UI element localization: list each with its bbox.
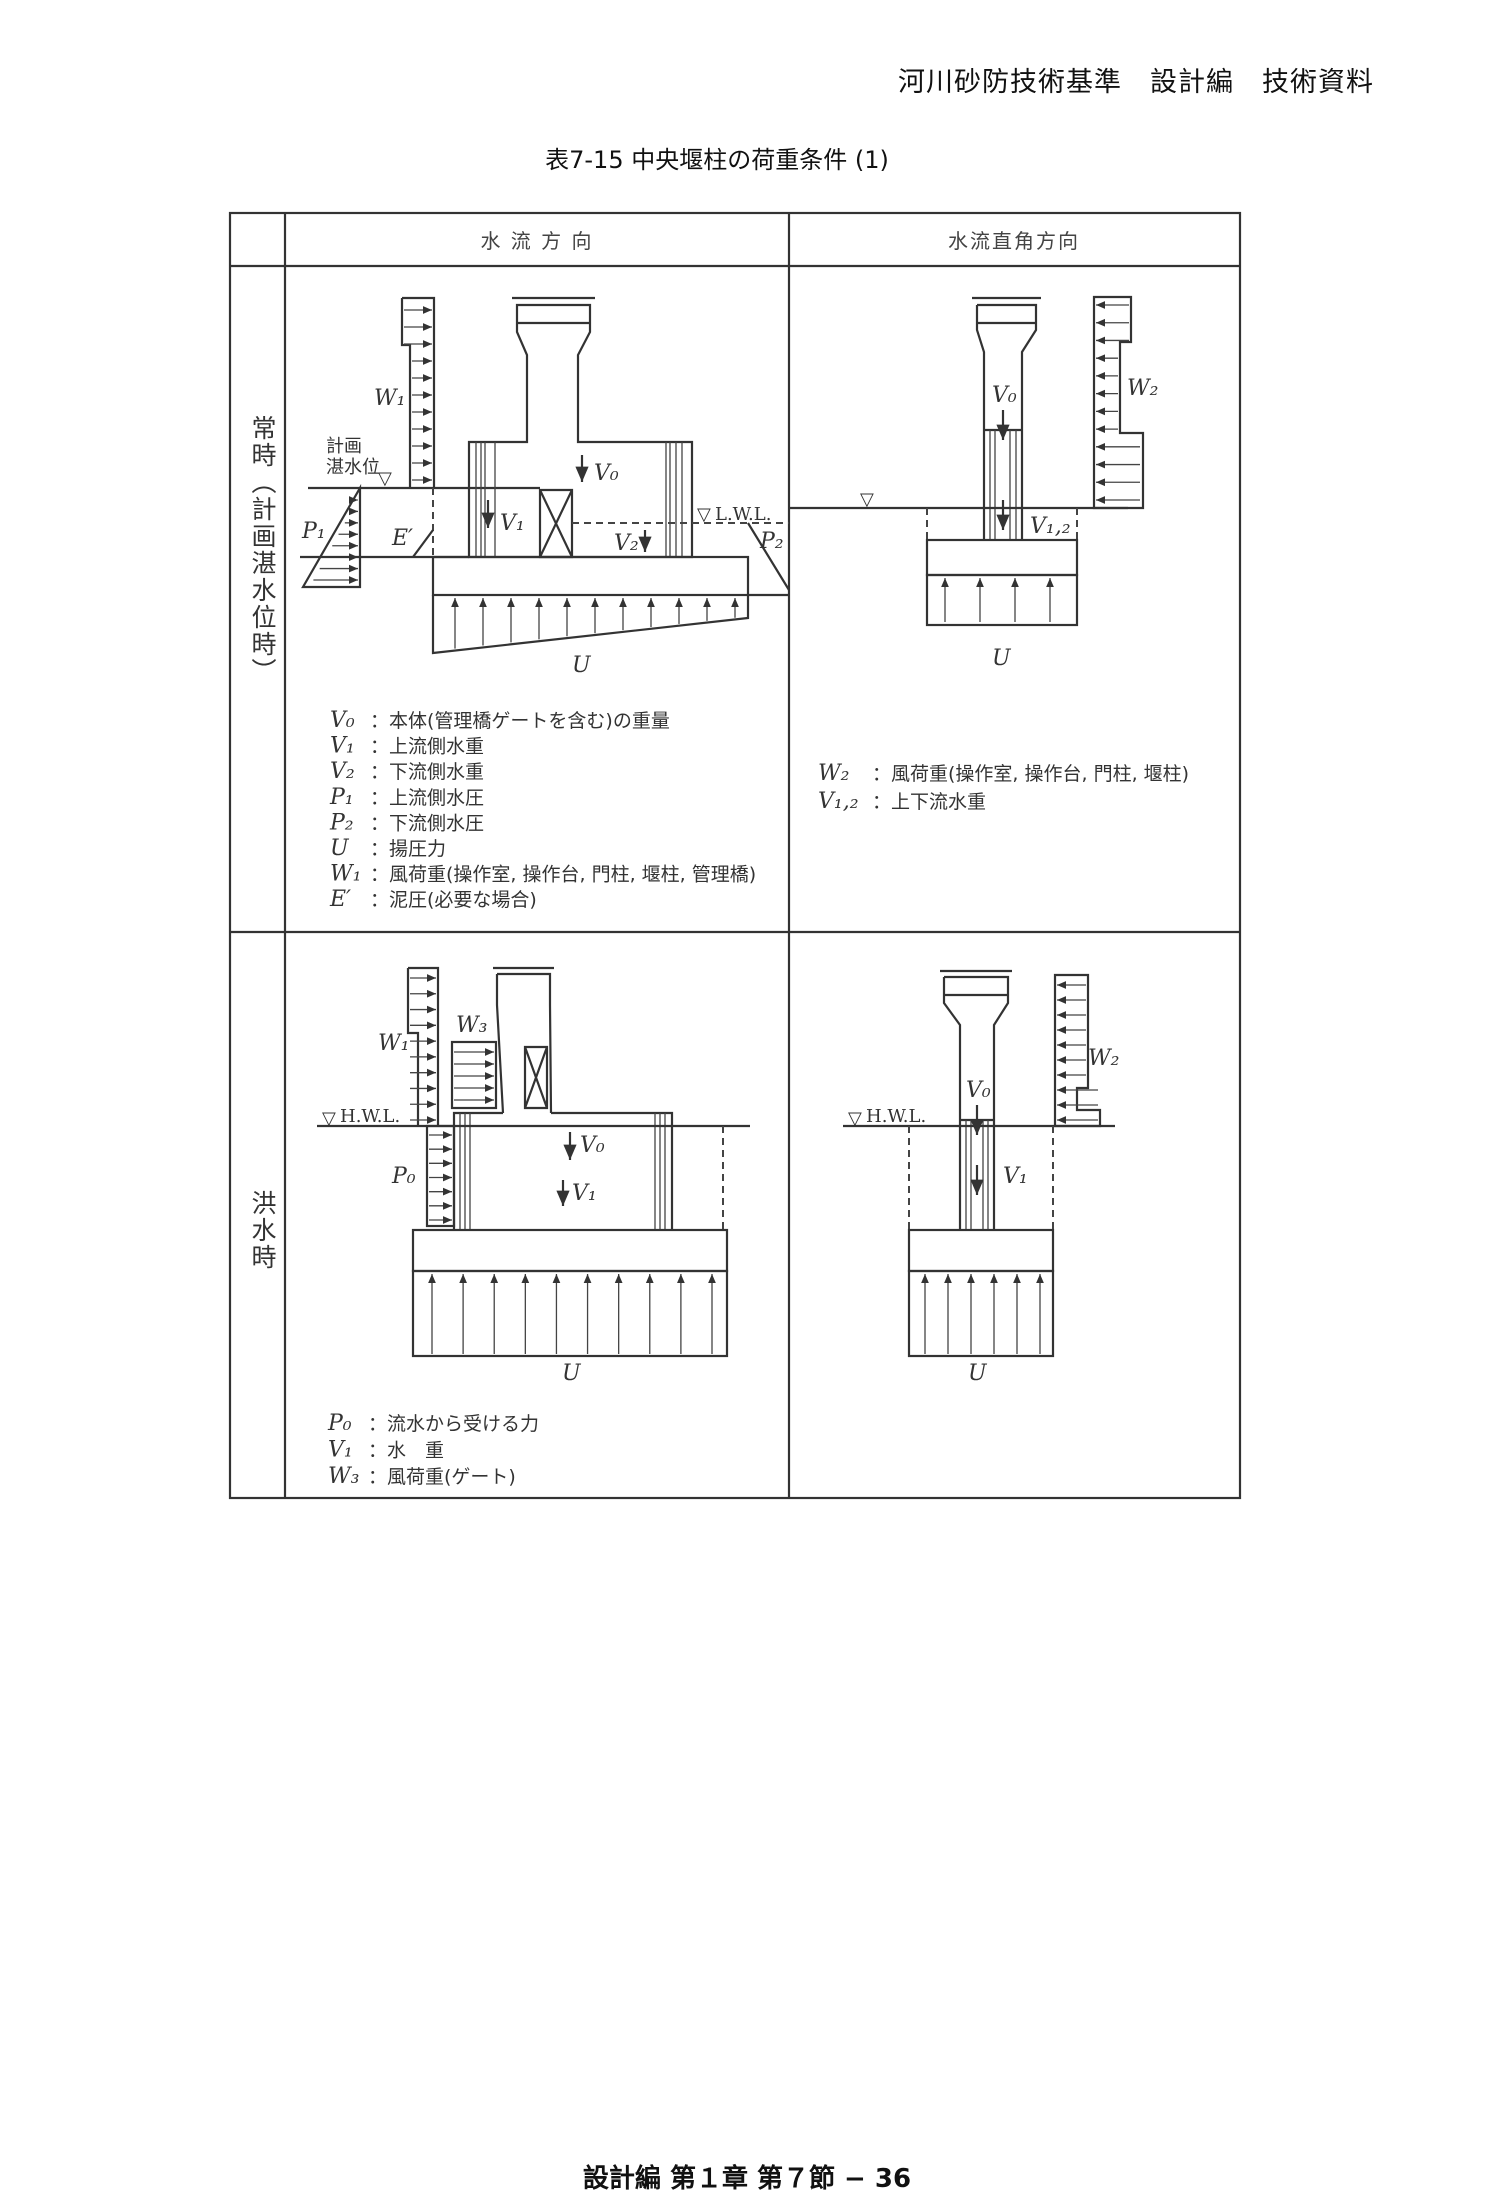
label-u: U [562,1361,582,1386]
legend-symbol: V₁ [330,734,355,759]
label-w1: W₁ [374,386,405,411]
legend-normal-flow: V₀ ：本体(管理橋ゲートを含む)の重量 V₁ ：上流側水重 V₂ ：下流側水重 P₁ ：上流… [329,708,756,912]
label-lwl: L.W.L. [715,504,771,525]
label-u: U [968,1361,988,1386]
legend-description: ：風荷重(ゲート) [368,1466,516,1488]
legend-description: ：泥圧(必要な場合) [370,889,537,911]
legend-description: ：下流側水圧 [370,812,484,834]
label-v0: V₀ [992,383,1017,408]
legend-description: ：上下流水重 [872,791,986,813]
legend-normal-perpendicular: W₂ ：風荷重(操作室, 操作台, 門柱, 堰柱) V₁,₂ ：上下流水重 [818,761,1189,814]
column-header-perpendicular: 水流直角方向 [948,229,1080,253]
legend-symbol: P₂ [329,810,354,835]
legend-description: ：上流側水圧 [370,787,484,809]
water-level-symbol-icon: ▽ [848,1108,862,1129]
legend-symbol: W₃ [328,1464,359,1489]
legend-symbol: W₁ [330,862,361,887]
label-v2: V₂ [614,531,639,556]
document-header: 河川砂防技術基準 設計編 技術資料 [898,67,1374,98]
diagram-normal-flow: W₁ 計画 湛水位 ▽ P₁ E′ V₁ V₀ V₂ ▽ L.W.L. P₂ U [300,296,790,678]
legend-description: ：風荷重(操作室, 操作台, 門柱, 堰柱) [872,763,1189,785]
label-w1: W₁ [378,1031,409,1056]
legend-symbol: P₀ [327,1411,352,1436]
diagram-normal-perpendicular: ▽ V₀ V₁,₂ W₂ U [789,295,1158,671]
label-u: U [992,646,1012,671]
label-u: U [572,653,592,678]
label-hwl: H.W.L. [866,1106,926,1127]
column-header-flow: 水 流 方 向 [480,229,593,253]
table-title: 表7-15 中央堰柱の荷重条件 (1) [545,146,889,174]
legend-description: ：風荷重(操作室, 操作台, 門柱, 堰柱, 管理橋) [370,864,756,886]
row-label-normal: 常時（計画湛水位時） [248,415,277,685]
table-grid [228,211,1242,1500]
water-level-symbol-icon: ▽ [322,1108,336,1129]
label-v1: V₁ [500,511,525,536]
legend-symbol: E′ [329,887,351,912]
diagram-flood-flow: ▽ W₁ W₃ H.W.L. P₀ V₀ V₁ U [317,966,750,1386]
legend-symbol: V₂ [330,759,355,784]
legend-description: ：下流側水重 [370,761,484,783]
label-w3: W₃ [456,1013,487,1038]
row-label-flood: 洪水時 [248,1190,277,1271]
legend-symbol: V₁ [328,1438,353,1463]
label-plan-level: 計画 [326,436,362,457]
label-e: E′ [391,526,413,551]
legend-symbol: W₂ [818,761,849,786]
legend-symbol: P₁ [329,785,354,810]
label-v0: V₀ [580,1133,605,1158]
label-plan-level-2: 湛水位 [326,457,380,478]
water-level-symbol-icon: ▽ [378,468,392,489]
water-level-symbol-icon: ▽ [860,489,874,510]
legend-description: ：上流側水重 [370,736,484,758]
label-w2: W₂ [1088,1046,1119,1071]
label-p0: P₀ [391,1164,416,1189]
label-v1: V₁ [1003,1164,1028,1189]
legend-symbol: V₀ [330,708,355,733]
label-w2: W₂ [1127,376,1158,401]
legend-symbol: V₁,₂ [818,789,859,814]
legend-description: ：流水から受ける力 [368,1413,539,1435]
label-hwl: H.W.L. [340,1106,400,1127]
label-v1: V₁ [572,1181,597,1206]
label-p2: P₂ [759,529,784,554]
diagram-flood-perpendicular: ▽ V₀ V₁ H.W.L. W₂ U [843,969,1119,1386]
legend-flood-flow: P₀ ：流水から受ける力 V₁ ：水 重 W₃ ：風荷重(ゲート) [327,1411,539,1489]
label-v0: V₀ [966,1078,991,1103]
label-v12: V₁,₂ [1030,514,1071,539]
legend-description: ：本体(管理橋ゲートを含む)の重量 [370,710,670,732]
label-v0: V₀ [594,461,619,486]
legend-description: ：揚圧力 [370,838,446,860]
legend-description: ：水 重 [368,1440,444,1462]
legend-symbol: U [330,836,350,861]
label-p1: P₁ [301,519,326,544]
water-level-symbol-icon: ▽ [697,504,711,525]
